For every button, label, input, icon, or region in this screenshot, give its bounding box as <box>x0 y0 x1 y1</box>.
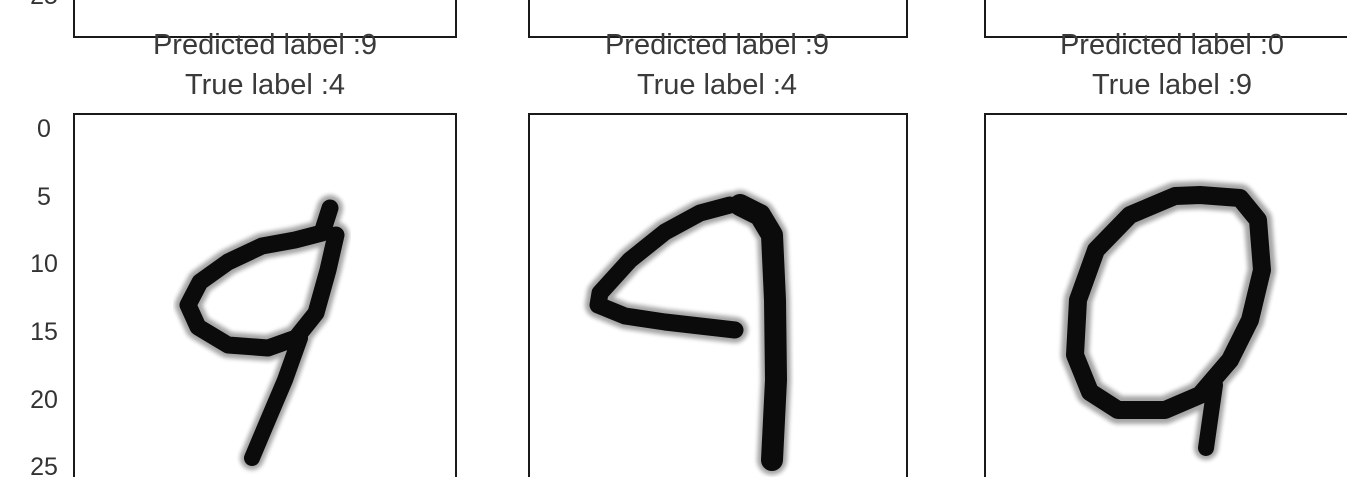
panel-1: Predicted label :9 True label :4 0 5 10 … <box>30 29 457 477</box>
panel-1-true-label: True label :4 <box>185 69 345 101</box>
ytick-5: 5 <box>37 183 51 211</box>
panel-2-true-label: True label :4 <box>637 69 797 101</box>
panel-1-digit-image <box>175 195 349 470</box>
panel-3-true-label: True label :9 <box>1092 69 1252 101</box>
panel-3-image-frame <box>984 113 1347 477</box>
panel-3-digit-image <box>1061 181 1276 460</box>
top-axis-frame-1 <box>73 0 457 38</box>
top-axis-frame-2 <box>528 0 908 38</box>
panel-2-digit-image <box>585 190 791 475</box>
panel-1-image-frame <box>73 113 457 477</box>
panel-2: Predicted label :9 True label :4 <box>528 29 908 477</box>
panel-3: Predicted label :0 True label :9 <box>984 29 1347 477</box>
ytick-0: 0 <box>37 115 51 143</box>
top-row-partial-axes: 25 <box>30 0 1347 38</box>
panel-1-predicted-label: Predicted label :9 <box>153 29 377 61</box>
panel-3-predicted-label: Predicted label :0 <box>1060 29 1284 61</box>
panel-2-image-frame <box>528 113 908 477</box>
top-axis-frame-3 <box>984 0 1347 38</box>
ytick-20: 20 <box>30 386 58 414</box>
y-axis-ticks: 0 5 10 15 20 25 <box>30 115 58 477</box>
ytick-10: 10 <box>30 250 58 278</box>
ytick-25: 25 <box>30 453 58 477</box>
top-partial-ytick: 25 <box>30 0 58 10</box>
ytick-15: 15 <box>30 318 58 346</box>
panel-2-predicted-label: Predicted label :9 <box>605 29 829 61</box>
